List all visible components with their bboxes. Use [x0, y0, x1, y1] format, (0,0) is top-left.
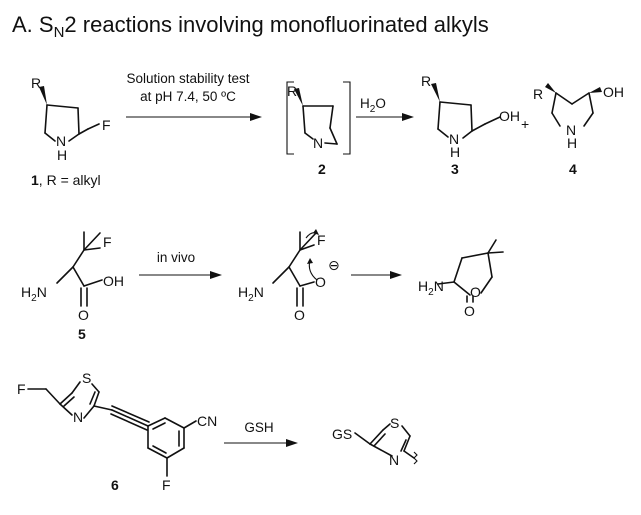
carbonyl-oxygen: O	[294, 307, 305, 323]
r-group: R	[421, 73, 431, 89]
fluorine-atom: F	[317, 232, 326, 248]
amine-group: H2N	[238, 284, 264, 304]
compound-6: F S N CN F	[17, 370, 217, 493]
ring-nitrogen: N	[566, 122, 576, 138]
compound-3: R N H OH	[421, 73, 520, 160]
compound-2-label: 2	[318, 161, 326, 177]
ring-nitrogen: N	[56, 133, 66, 149]
hydroxyl-group: OH	[603, 84, 624, 100]
reaction-arrow-3	[139, 271, 222, 279]
reaction-arrow-5	[224, 439, 298, 447]
r-group: R	[287, 83, 297, 99]
water-reagent: H2O	[360, 96, 386, 115]
aryl-fluorine: F	[162, 477, 171, 493]
thiazole-nitrogen: N	[73, 409, 83, 425]
glutathione-group: GS	[332, 426, 352, 442]
compound-4-label: 4	[569, 161, 577, 177]
hydroxyl-group: OH	[499, 108, 520, 124]
lactone-product: H2N O O	[418, 239, 504, 319]
ring-oxygen: O	[470, 284, 481, 300]
ring-nitrogen: N	[449, 131, 459, 147]
compound-5-label: 5	[78, 326, 86, 342]
nh-hydrogen: H	[57, 147, 67, 163]
gsh-reagent: GSH	[244, 420, 273, 435]
carboxylate-intermediate: F H2N O ⊖ O	[238, 229, 340, 323]
scheme-title: A. SN2 reactions involving monofluorinat…	[12, 12, 489, 41]
nh-hydrogen: H	[450, 144, 460, 160]
carbonyl-oxygen: O	[78, 307, 89, 323]
carboxylate-oxygen: O	[315, 274, 326, 290]
amine-group: H2N	[21, 284, 47, 304]
thiazole-sulfur: S	[82, 370, 91, 386]
in-vivo-condition: in vivo	[157, 250, 195, 265]
reaction-arrow-2	[356, 113, 414, 121]
compound-6-label: 6	[111, 477, 119, 493]
glutathione-adduct: GS S N	[332, 415, 418, 468]
r-group: R	[533, 86, 543, 102]
compound-1-label: 1, R = alkyl	[31, 172, 101, 188]
ring-nitrogen: N	[313, 135, 323, 151]
fluorine-atom: F	[102, 117, 111, 133]
condition-line-1: Solution stability test	[126, 71, 249, 86]
nh-hydrogen: H	[567, 135, 577, 151]
compound-1: R N H F	[31, 75, 111, 163]
hydroxyl-group: OH	[103, 273, 124, 289]
compound-5: F H2N OH O	[21, 231, 124, 323]
thiazole-nitrogen: N	[389, 452, 399, 468]
amine-group: H2N	[418, 278, 444, 298]
carbonyl-oxygen: O	[464, 303, 475, 319]
compound-2: R N	[287, 83, 338, 151]
compound-2-bracket	[286, 81, 351, 155]
reaction-arrow-4	[351, 271, 402, 279]
compound-3-label: 3	[451, 161, 459, 177]
fluorine-atom: F	[103, 234, 112, 250]
reaction-arrow-1	[126, 113, 262, 121]
plus-sign: +	[521, 116, 529, 132]
fluorine-atom: F	[17, 381, 26, 397]
condition-line-2: at pH 7.4, 50 ºC	[140, 89, 236, 104]
negative-charge: ⊖	[328, 257, 340, 273]
compound-4: R OH N H	[533, 83, 624, 151]
nitrile-group: CN	[197, 413, 217, 429]
r-group: R	[31, 75, 41, 91]
thiazole-sulfur: S	[390, 415, 399, 431]
